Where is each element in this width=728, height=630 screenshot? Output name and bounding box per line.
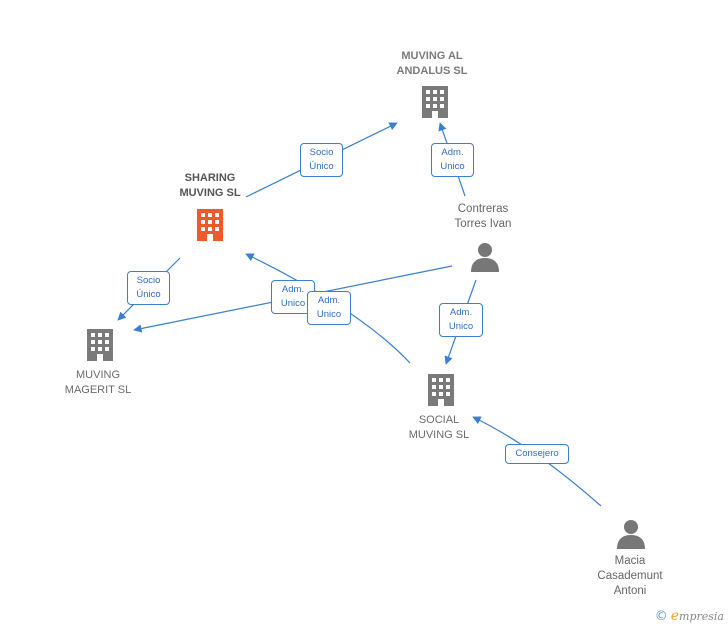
node-label-contreras: Contreras Torres Ivan — [454, 203, 512, 230]
node-label-muving-magerit: MUVING MAGERIT SL — [64, 369, 132, 396]
building-icon[interactable] — [84, 327, 116, 363]
node-label-muving-al-andalus: MUVING AL ANDALUS SL — [396, 50, 468, 77]
node-label-macia: Macia Casademunt Antoni — [597, 555, 663, 597]
edge-label-contreras-to-social[interactable]: Adm. Unico — [439, 303, 483, 337]
edge-label-sharing-to-andalus[interactable]: Socio Único — [300, 143, 343, 177]
edge-label-contreras-to-andalus[interactable]: Adm. Unico — [431, 143, 474, 177]
copyright-icon: © — [654, 609, 668, 624]
person-icon[interactable] — [616, 519, 646, 549]
building-icon[interactable] — [419, 84, 451, 120]
brand-name: mpresia — [679, 610, 724, 623]
brand-watermark: ©empresia — [655, 608, 724, 624]
edge-label-sharing-to-magerit[interactable]: Socio Único — [127, 271, 170, 305]
edge-label-social-to-sharing[interactable]: Adm. Unico — [307, 291, 351, 325]
node-label-social-muving: SOCIAL MUVING SL — [408, 414, 470, 441]
node-label-sharing-muving: SHARING MUVING SL — [179, 172, 241, 199]
building-icon[interactable] — [194, 207, 226, 243]
person-icon[interactable] — [470, 242, 500, 272]
edge-label-macia-to-social[interactable]: Consejero — [505, 444, 569, 464]
building-icon[interactable] — [425, 372, 457, 408]
brand-initial: e — [670, 608, 680, 624]
